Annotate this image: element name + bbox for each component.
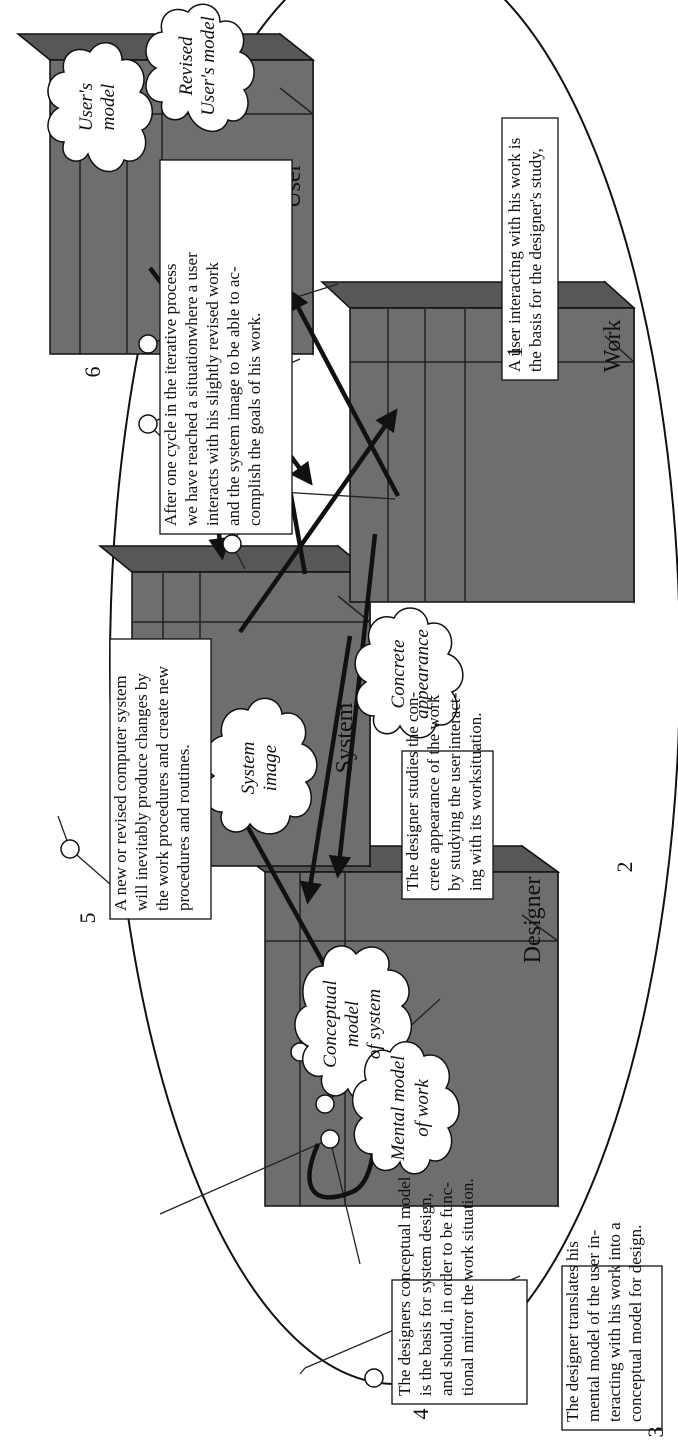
step-number-2: 2 xyxy=(612,862,637,873)
arrow-system-to-designer xyxy=(299,635,353,905)
note-3-box xyxy=(561,1265,663,1431)
arrow-system-to-work xyxy=(238,408,398,634)
note-6-text: After one cycle in the iterative process… xyxy=(161,252,264,526)
cloud-users-model xyxy=(47,42,153,173)
note-2-text: The designer studies the con-crete appea… xyxy=(403,691,485,891)
revised-users-model-text: RevisedUser's model xyxy=(176,16,219,116)
step-number-1: 1 xyxy=(502,347,527,358)
step-number-3: 3 xyxy=(643,1427,668,1438)
note-1-box xyxy=(501,117,559,381)
note-5-box xyxy=(109,638,212,920)
users-model-text: User'smodel xyxy=(76,83,119,131)
arrow-work-to-designer xyxy=(328,533,378,879)
step-number-4: 4 xyxy=(408,1409,433,1420)
work-box: Work xyxy=(320,280,636,604)
system-image-text: Systemimage xyxy=(238,742,281,795)
step-number-6: 6 xyxy=(80,367,105,378)
note-6-box xyxy=(159,159,293,535)
work-label: Work xyxy=(600,320,626,373)
note-2-box xyxy=(401,750,494,900)
designer-label: Designer xyxy=(520,877,546,964)
cloud-mental-model xyxy=(352,1041,460,1175)
note-4-box xyxy=(391,1279,528,1405)
arrow-work-to-user xyxy=(287,288,400,498)
cloud-concrete-appearance xyxy=(354,607,464,739)
cloud-revised-users-model xyxy=(145,3,255,133)
step-number-5: 5 xyxy=(75,913,100,924)
conceptual-model-text: Conceptualmodelof system xyxy=(320,980,385,1068)
step-numbers: 3 4 2 5 6 1 xyxy=(75,347,668,1438)
